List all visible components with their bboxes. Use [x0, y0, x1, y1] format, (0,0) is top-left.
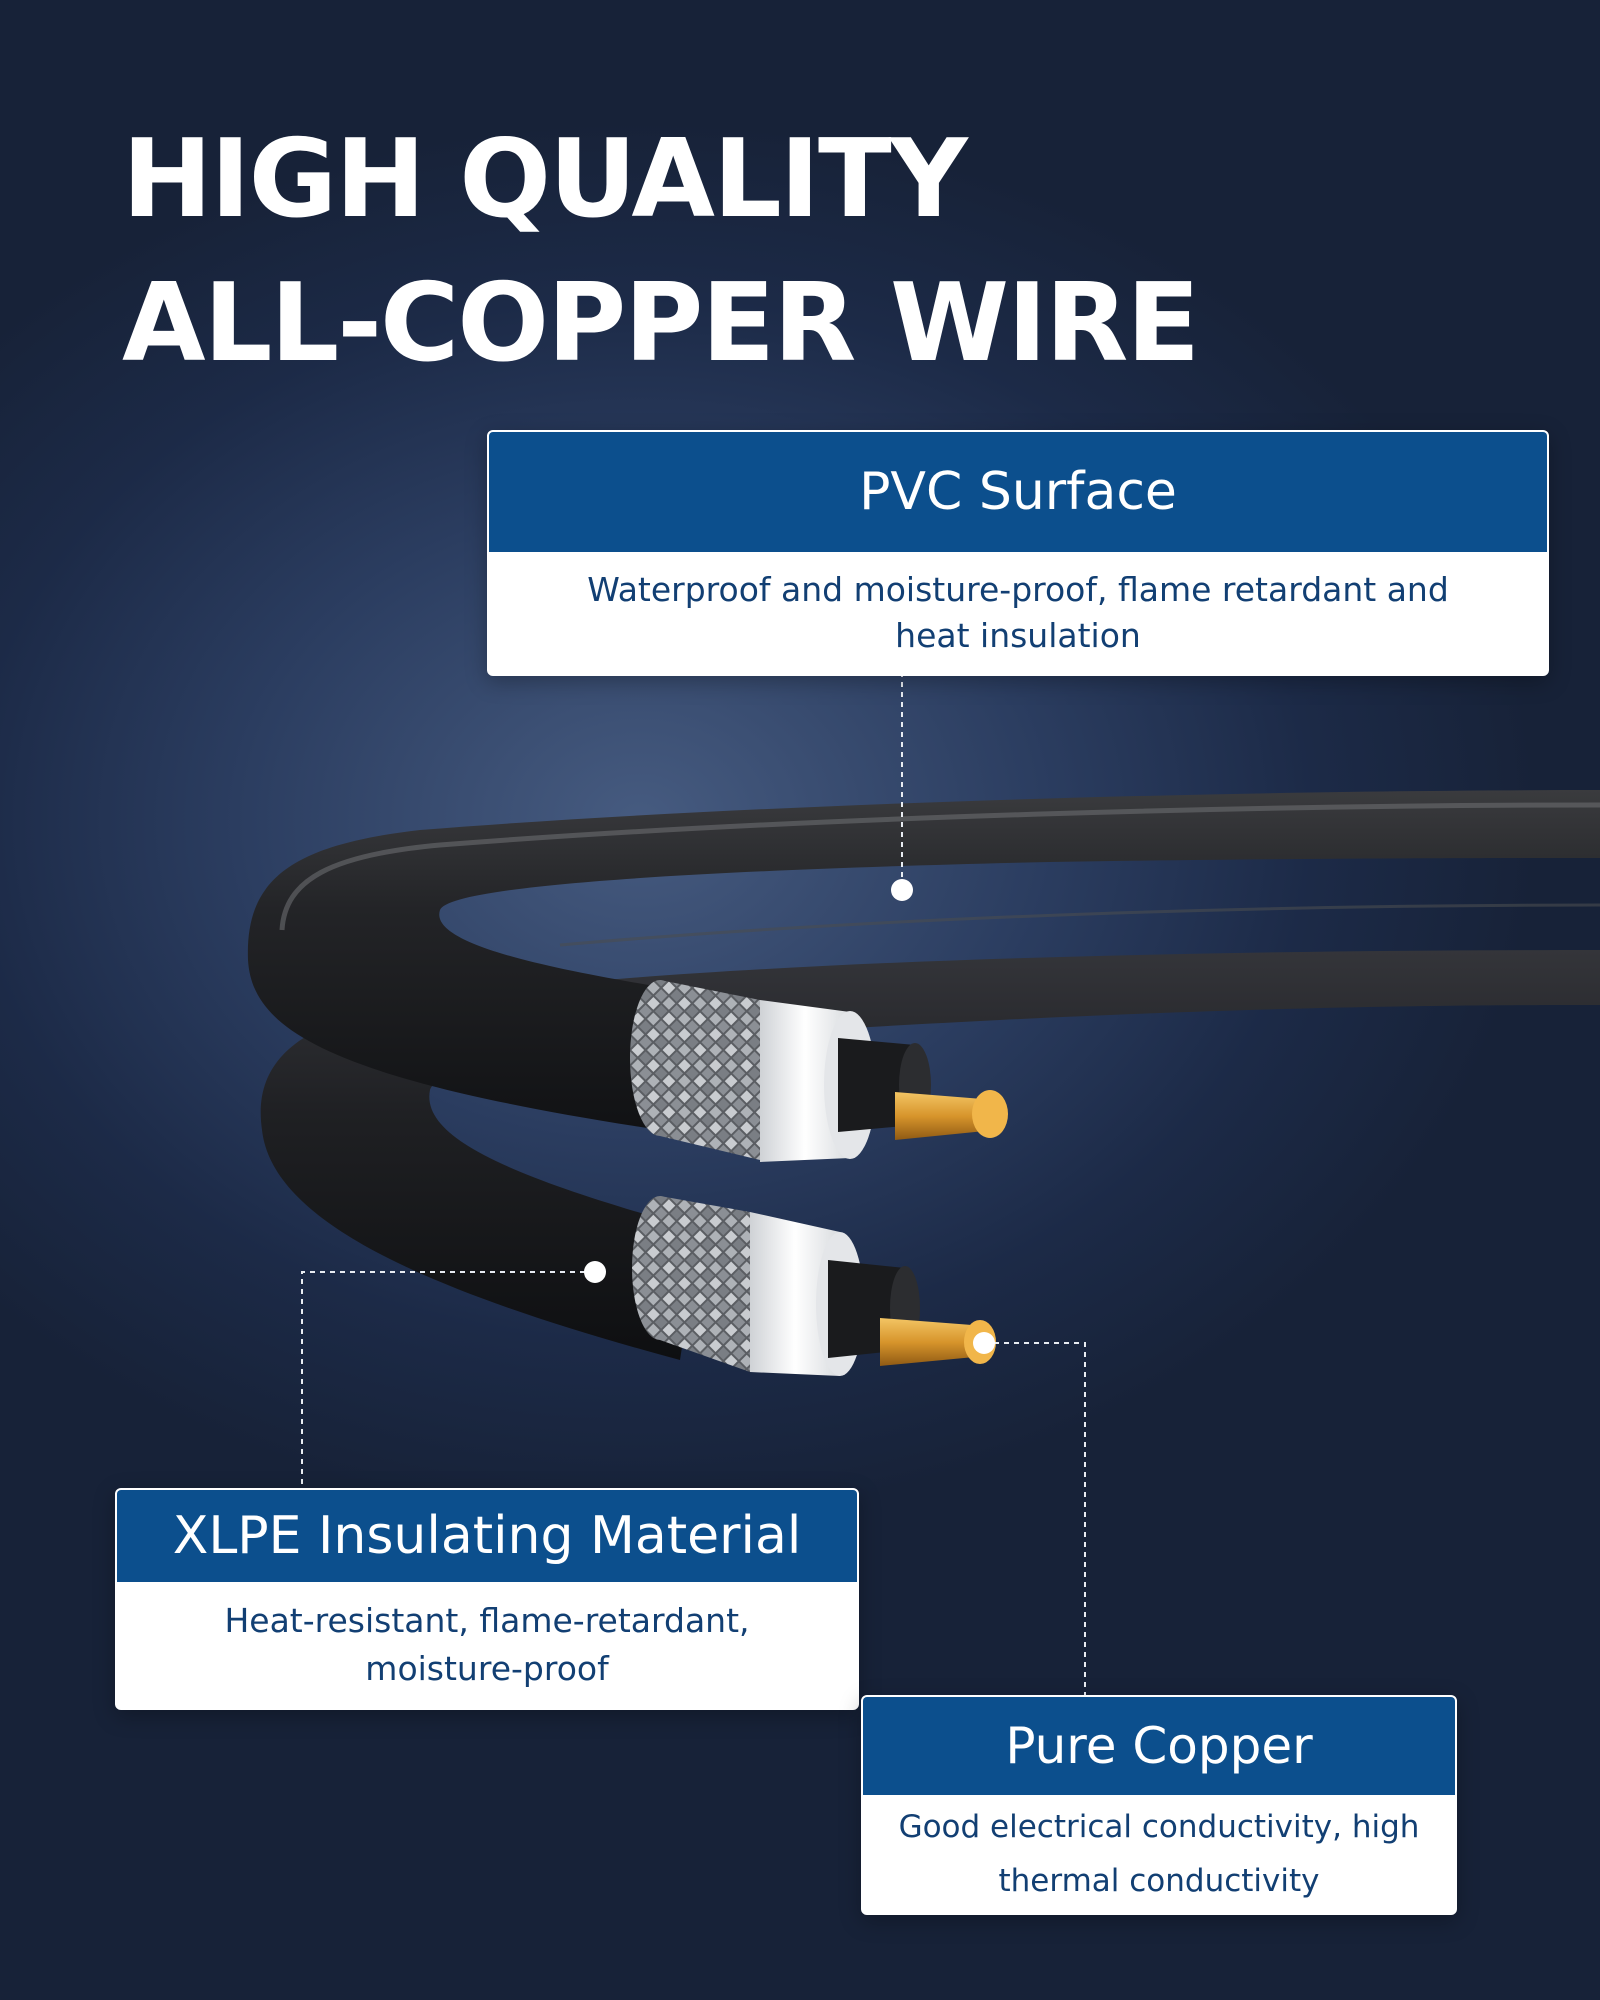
pvc-surface-card: PVC Surface Waterproof and moisture-proo… [487, 430, 1549, 676]
xlpe-insulation-title: XLPE Insulating Material [117, 1490, 857, 1582]
copper-leader-dot [973, 1332, 995, 1354]
pure-copper-card: Pure Copper Good electrical conductivity… [861, 1695, 1457, 1915]
pvc-leader-dot [891, 879, 913, 901]
xlpe-leader [301, 1271, 595, 1488]
callout-lines [301, 672, 1086, 1695]
xlpe-insulation-description: Heat-resistant, flame-retardant, moistur… [224, 1601, 750, 1688]
pure-copper-title: Pure Copper [863, 1697, 1455, 1795]
headline-line-1: HIGH QUALITY [122, 117, 968, 242]
copper-leader [984, 1342, 1086, 1695]
cable-upper-loop [247, 790, 1600, 1130]
headline: HIGH QUALITY ALL-COPPER WIRE [122, 108, 1200, 396]
pvc-surface-title: PVC Surface [489, 432, 1547, 552]
xlpe-leader-dot [584, 1261, 606, 1283]
pvc-surface-description: Waterproof and moisture-proof, flame ret… [587, 570, 1449, 655]
xlpe-insulation-card: XLPE Insulating Material Heat-resistant,… [115, 1488, 859, 1710]
cable-lower-loop [260, 950, 1600, 1360]
lower-conductor-end [632, 1196, 996, 1376]
pure-copper-description: Good electrical conductivity, high therm… [898, 1809, 1420, 1899]
headline-line-2: ALL-COPPER WIRE [122, 261, 1200, 386]
upper-conductor-end [630, 980, 1008, 1162]
